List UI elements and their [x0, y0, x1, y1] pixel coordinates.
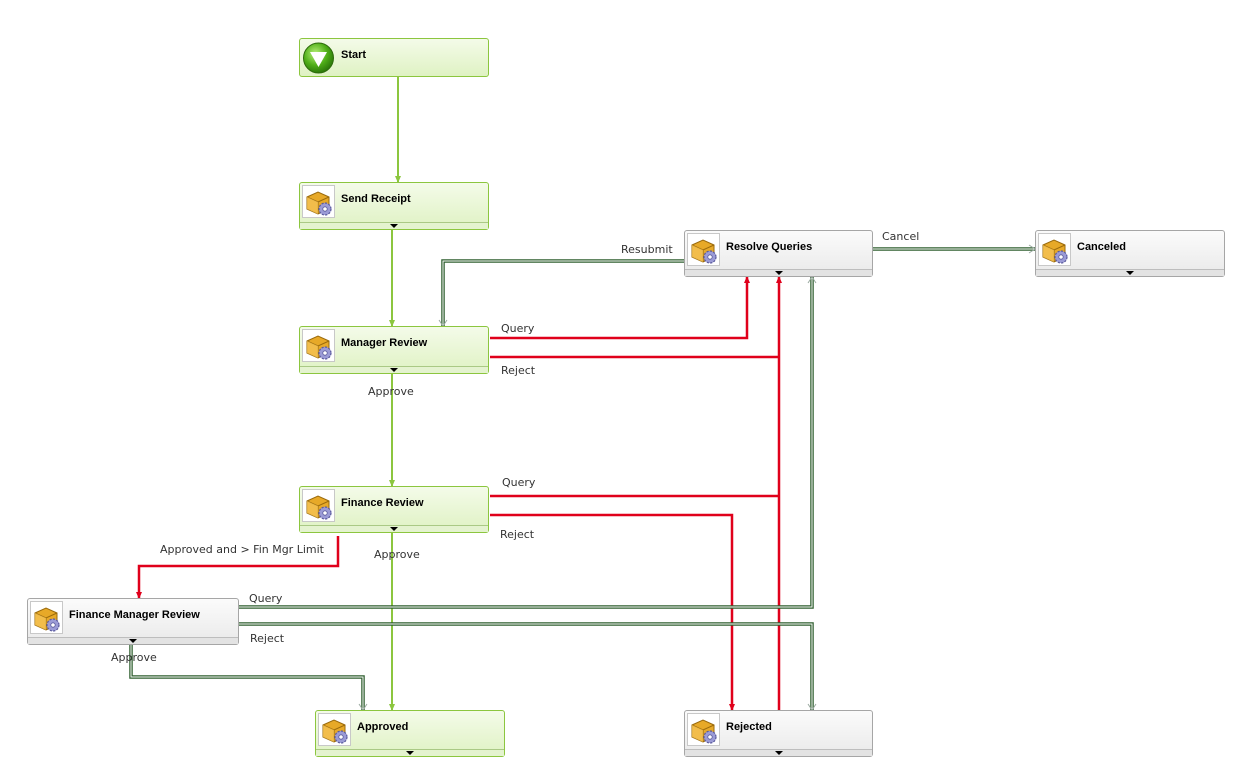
label-finance-reject: Reject	[500, 528, 535, 541]
expand-arrow-icon[interactable]	[1126, 271, 1134, 275]
expand-arrow-icon[interactable]	[129, 639, 137, 643]
box-gear-icon	[302, 489, 335, 522]
label-fmr-reject: Reject	[250, 632, 285, 645]
node-canceled[interactable]: Canceled	[1035, 230, 1225, 277]
node-title: Send Receipt	[341, 193, 411, 205]
node-title: Finance Manager Review	[69, 609, 200, 621]
label-manager-reject: Reject	[501, 364, 536, 377]
node-title: Start	[341, 49, 367, 61]
connector-fmr-query[interactable]	[239, 276, 817, 609]
node-send-receipt[interactable]: Send Receipt	[299, 182, 489, 230]
node-title: Approved	[357, 721, 409, 733]
expand-arrow-icon[interactable]	[774, 271, 783, 275]
box-gear-icon	[687, 233, 720, 266]
node-title: Rejected	[726, 721, 772, 733]
expand-arrow-icon[interactable]	[774, 751, 783, 755]
connector-cancel[interactable]	[873, 244, 1036, 254]
node-title: Canceled	[1077, 241, 1126, 253]
label-manager-query: Query	[501, 322, 535, 335]
box-gear-icon	[1038, 233, 1071, 266]
connector-fmr-reject[interactable]	[239, 622, 817, 711]
box-gear-icon	[30, 601, 63, 634]
expand-arrow-icon[interactable]	[390, 527, 398, 531]
label-manager-approve: Approve	[368, 385, 414, 398]
label-finance-over-limit: Approved and > Fin Mgr Limit	[160, 543, 324, 556]
box-gear-icon	[302, 185, 335, 218]
expand-arrow-icon[interactable]	[406, 751, 414, 755]
connector-finance-reject[interactable]	[490, 513, 735, 711]
node-title: Resolve Queries	[726, 241, 813, 253]
expand-arrow-icon[interactable]	[390, 368, 398, 372]
node-title: Finance Review	[341, 497, 424, 509]
connector-manager-query[interactable]	[490, 276, 750, 340]
node-finance-review[interactable]: Finance Review	[299, 486, 489, 533]
connector-finance-over-limit[interactable]	[136, 536, 340, 599]
label-cancel: Cancel	[882, 230, 920, 243]
box-gear-icon	[318, 713, 351, 746]
label-fmr-approve: Approve	[111, 651, 157, 664]
box-gear-icon	[302, 329, 335, 362]
expand-arrow-icon[interactable]	[390, 224, 398, 228]
label-finance-approve: Approve	[374, 548, 420, 561]
label-resubmit: Resubmit	[621, 243, 673, 256]
node-manager-review[interactable]: Manager Review	[299, 326, 489, 374]
start-check-icon	[302, 41, 335, 74]
node-title: Manager Review	[341, 337, 428, 349]
node-approved[interactable]: Approved	[315, 710, 505, 757]
node-finance-manager-review[interactable]: Finance Manager Review	[27, 598, 239, 645]
node-start[interactable]: Start	[299, 38, 489, 77]
connector-resubmit[interactable]	[438, 259, 684, 327]
box-gear-icon	[687, 713, 720, 746]
node-resolve-queries[interactable]: Resolve Queries	[684, 230, 873, 277]
label-finance-query: Query	[502, 476, 536, 489]
connector-fmr-approve[interactable]	[129, 645, 368, 711]
node-rejected[interactable]: Rejected	[684, 710, 873, 757]
label-fmr-query: Query	[249, 592, 283, 605]
